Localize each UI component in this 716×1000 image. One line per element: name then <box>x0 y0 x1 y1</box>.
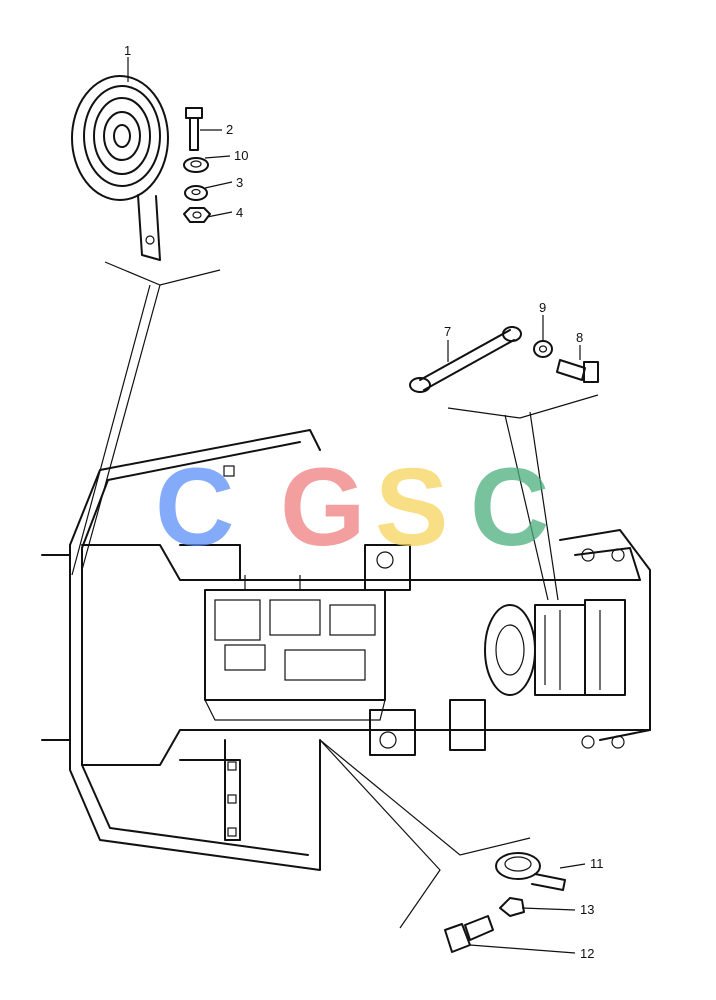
callout-10: 10 <box>234 148 248 163</box>
nut-part-4 <box>183 207 211 223</box>
callout-3: 3 <box>236 175 243 190</box>
watermark-letter-2: G <box>280 446 366 569</box>
watermark: C G S C <box>155 446 549 569</box>
callout-9: 9 <box>539 300 546 315</box>
callout-2: 2 <box>226 122 233 137</box>
callout-7: 7 <box>444 324 451 339</box>
frame-brackets <box>223 465 625 837</box>
callout-8: 8 <box>576 330 583 345</box>
strap-part-7 <box>409 326 522 393</box>
washer-part-9 <box>533 340 553 358</box>
callout-1: 1 <box>124 43 131 58</box>
leader-lines <box>71 57 599 954</box>
callout-13: 13 <box>580 902 594 917</box>
callout-12: 12 <box>580 946 594 961</box>
watermark-letter-3: S <box>375 446 448 569</box>
clamp-part-11 <box>495 852 566 891</box>
bolt-part-2 <box>185 107 203 151</box>
lock-washer-part-3 <box>184 185 208 201</box>
watermark-letter-4: C <box>470 446 549 569</box>
bolt-part-8 <box>556 359 599 383</box>
horn-assembly <box>71 75 169 261</box>
transmission-unit <box>484 599 626 696</box>
callout-11: 11 <box>590 856 604 871</box>
callout-4: 4 <box>236 205 243 220</box>
callouts: 1 2 10 3 4 7 9 8 11 13 12 <box>124 43 604 961</box>
washer-part-10 <box>183 157 209 173</box>
clip-nut-part-13 <box>499 897 525 917</box>
engine-block <box>204 575 386 721</box>
watermark-letter-1: C <box>155 446 234 569</box>
